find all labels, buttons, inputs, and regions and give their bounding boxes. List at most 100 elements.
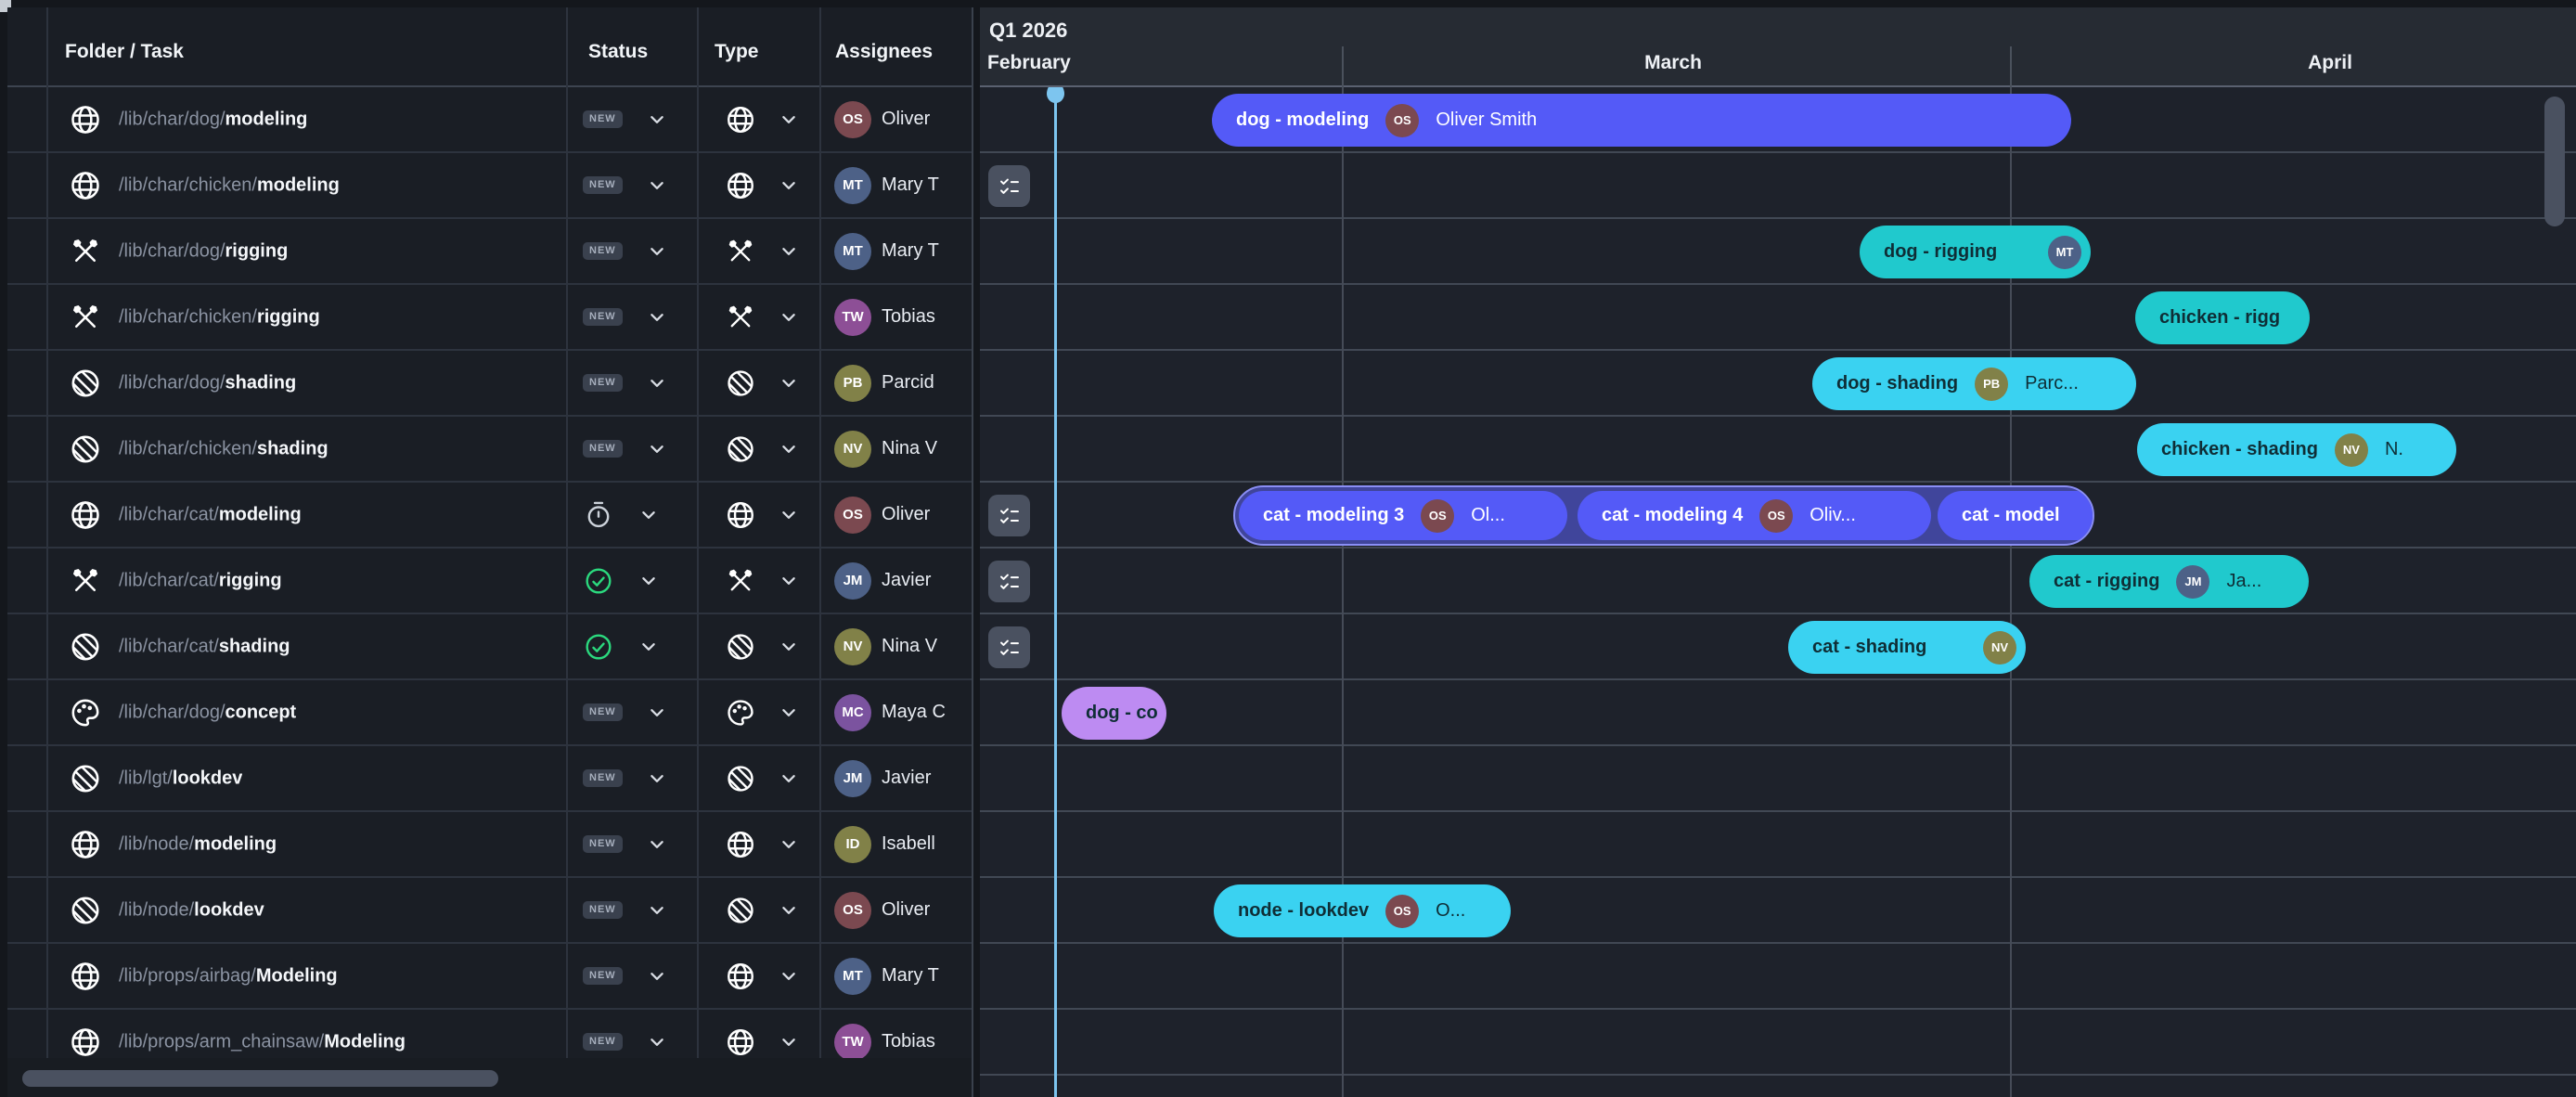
horizontal-scrollbar-thumb[interactable] bbox=[22, 1070, 498, 1087]
task-bar[interactable]: chicken - rigg bbox=[2135, 291, 2310, 344]
task-bar[interactable]: dog - co bbox=[1062, 687, 1166, 740]
status-cell[interactable] bbox=[583, 565, 661, 597]
status-badge[interactable]: NEW bbox=[583, 901, 623, 919]
type-cell[interactable] bbox=[725, 104, 801, 136]
chevron-down-icon[interactable] bbox=[777, 701, 801, 725]
status-cell[interactable] bbox=[583, 631, 661, 663]
chevron-down-icon[interactable] bbox=[637, 635, 661, 659]
status-badge[interactable]: NEW bbox=[583, 242, 623, 260]
type-cell[interactable] bbox=[725, 829, 801, 860]
type-cell[interactable] bbox=[725, 302, 801, 333]
type-cell[interactable] bbox=[725, 368, 801, 399]
status-badge[interactable]: NEW bbox=[583, 176, 623, 194]
chevron-down-icon[interactable] bbox=[645, 305, 669, 329]
status-badge[interactable]: NEW bbox=[583, 1033, 623, 1051]
status-cell[interactable]: NEW bbox=[583, 108, 669, 132]
type-cell[interactable] bbox=[725, 499, 801, 531]
chevron-down-icon[interactable] bbox=[777, 437, 801, 461]
chevron-down-icon[interactable] bbox=[777, 635, 801, 659]
status-cell[interactable]: NEW bbox=[583, 898, 669, 923]
status-badge[interactable]: NEW bbox=[583, 769, 623, 787]
vertical-scrollbar-thumb[interactable] bbox=[2544, 97, 2565, 226]
task-bar[interactable]: cat - model bbox=[1938, 491, 2093, 540]
chevron-down-icon[interactable] bbox=[645, 767, 669, 791]
type-cell[interactable] bbox=[725, 565, 801, 597]
chevron-down-icon[interactable] bbox=[645, 174, 669, 198]
status-cell[interactable]: NEW bbox=[583, 305, 669, 329]
status-badge[interactable]: NEW bbox=[583, 967, 623, 985]
status-cell[interactable]: NEW bbox=[583, 964, 669, 988]
subtasks-button[interactable] bbox=[988, 626, 1030, 668]
chevron-down-icon[interactable] bbox=[645, 832, 669, 857]
status-cell[interactable]: NEW bbox=[583, 174, 669, 198]
check-circle-icon[interactable] bbox=[583, 631, 614, 663]
type-cell[interactable] bbox=[725, 763, 801, 794]
subtasks-button[interactable] bbox=[988, 165, 1030, 207]
chevron-down-icon[interactable] bbox=[777, 767, 801, 791]
chevron-down-icon[interactable] bbox=[777, 1030, 801, 1054]
chevron-down-icon[interactable] bbox=[637, 569, 661, 593]
column-header-status[interactable]: Status bbox=[588, 41, 649, 62]
chevron-down-icon[interactable] bbox=[777, 898, 801, 923]
chevron-down-icon[interactable] bbox=[645, 371, 669, 395]
column-header-assignees[interactable]: Assignees bbox=[835, 41, 934, 62]
status-badge[interactable]: NEW bbox=[583, 440, 623, 458]
subtasks-button[interactable] bbox=[988, 495, 1030, 536]
chevron-down-icon[interactable] bbox=[645, 701, 669, 725]
status-cell[interactable]: NEW bbox=[583, 701, 669, 725]
chevron-down-icon[interactable] bbox=[777, 503, 801, 527]
status-cell[interactable]: NEW bbox=[583, 767, 669, 791]
chevron-down-icon[interactable] bbox=[645, 964, 669, 988]
status-badge[interactable]: NEW bbox=[583, 835, 623, 853]
type-cell[interactable] bbox=[725, 170, 801, 201]
chevron-down-icon[interactable] bbox=[645, 437, 669, 461]
chevron-down-icon[interactable] bbox=[777, 108, 801, 132]
chevron-down-icon[interactable] bbox=[645, 898, 669, 923]
chevron-down-icon[interactable] bbox=[637, 503, 661, 527]
status-cell[interactable]: NEW bbox=[583, 371, 669, 395]
type-cell[interactable] bbox=[725, 236, 801, 267]
chevron-down-icon[interactable] bbox=[777, 174, 801, 198]
check-circle-icon[interactable] bbox=[583, 565, 614, 597]
status-badge[interactable]: NEW bbox=[583, 110, 623, 128]
chevron-down-icon[interactable] bbox=[777, 569, 801, 593]
column-header-type[interactable]: Type bbox=[715, 41, 759, 62]
horizontal-scrollbar-track[interactable] bbox=[7, 1058, 972, 1097]
chevron-down-icon[interactable] bbox=[777, 964, 801, 988]
type-cell[interactable] bbox=[725, 895, 801, 926]
status-cell[interactable]: NEW bbox=[583, 437, 669, 461]
type-cell[interactable] bbox=[725, 631, 801, 663]
type-cell[interactable] bbox=[725, 961, 801, 992]
panel-splitter[interactable] bbox=[972, 7, 980, 1097]
type-cell[interactable] bbox=[725, 697, 801, 729]
